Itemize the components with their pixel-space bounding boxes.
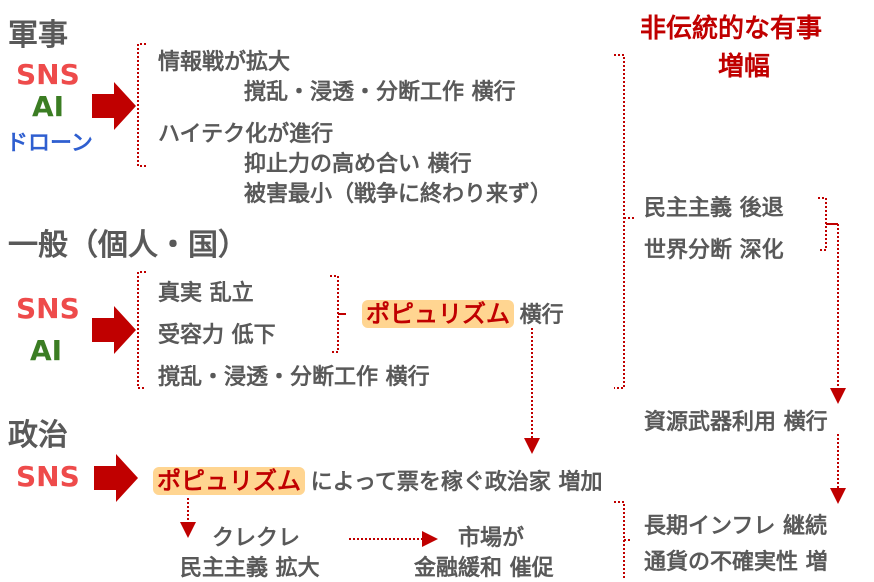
democracy-expand-text: 民主主義 拡大 (180, 556, 320, 581)
headline-nontraditional: 非伝統的な有事 (640, 14, 823, 44)
input-sns: SNS (16, 292, 80, 325)
right-arrow-icon (94, 454, 138, 502)
input-drone: ドローン (6, 131, 93, 156)
section-title-military: 軍事 (8, 18, 68, 53)
input-sns: SNS (16, 58, 80, 91)
text-line: 受容力 低下 (158, 323, 276, 348)
populism-highlight: ポピュリズム (362, 300, 514, 328)
market-text: 市場が (458, 526, 525, 551)
section-title-general: 一般（個人・国） (8, 228, 248, 263)
text-line: 真実 乱立 (158, 281, 254, 306)
right-arrow-icon (92, 306, 136, 354)
kurekure-text: クレクレ (212, 526, 301, 551)
section-title-politics: 政治 (8, 418, 68, 453)
text-line: 情報戦が拡大 (158, 50, 291, 75)
text-line: 通貨の不確実性 増 (644, 550, 828, 575)
text-line: 世界分断 深化 (644, 238, 784, 263)
populism-suffix: 横行 (519, 303, 564, 328)
text-line: 資源武器利用 横行 (644, 410, 828, 435)
input-sns: SNS (16, 460, 80, 493)
text-line: 民主主義 後退 (644, 196, 784, 221)
text-line: 被害最小（戦争に終わり来ず） (244, 182, 553, 207)
text-line: 撹乱・浸透・分断工作 横行 (158, 365, 430, 390)
text-line: 撹乱・浸透・分断工作 横行 (244, 80, 516, 105)
politics-line: ポピュリズム によって票を稼ぐ政治家 増加 (153, 461, 602, 496)
right-arrow-icon (92, 82, 136, 130)
politics-text: によって票を稼ぐ政治家 増加 (310, 470, 603, 495)
text-line: ハイテク化が進行 (158, 122, 334, 147)
input-ai: AI (32, 90, 65, 123)
headline-amplify: 増幅 (718, 52, 771, 82)
text-line: 抑止力の高め合い 横行 (244, 152, 472, 177)
populism-highlight: ポピュリズム (153, 467, 305, 495)
text-line: 長期インフレ 継続 (644, 514, 827, 539)
input-ai: AI (30, 334, 63, 367)
populism-label: ポピュリズム 横行 (362, 294, 564, 329)
monetary-easing-text: 金融緩和 催促 (414, 556, 554, 581)
